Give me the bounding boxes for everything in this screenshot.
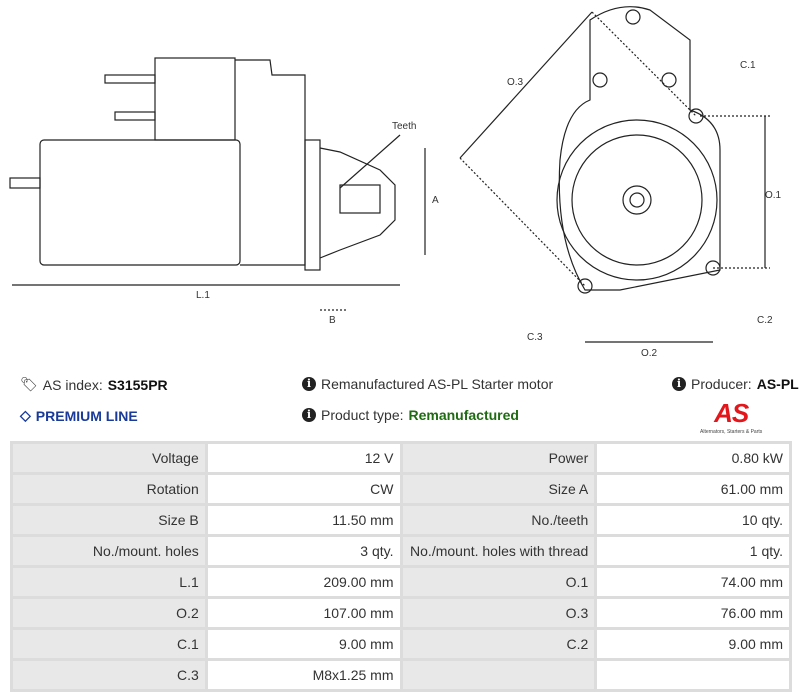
spec-label: Voltage — [10, 441, 208, 475]
spec-label: Rotation — [10, 472, 208, 506]
label-teeth: Teeth — [392, 121, 416, 132]
spec-label: Size A — [399, 472, 598, 506]
info-icon: i — [302, 377, 316, 391]
spec-value: 76.00 mm — [594, 596, 792, 630]
producer-value: AS-PL — [756, 376, 799, 392]
label-l1: L.1 — [196, 290, 210, 301]
diamond-icon: ◇ — [20, 407, 31, 423]
logo-subtitle: Alternators, Starters & Parts — [700, 429, 763, 435]
product-type-value: Remanufactured — [408, 407, 519, 423]
description-text: Remanufactured AS-PL Starter motor — [321, 376, 554, 392]
info-icon: i — [672, 377, 686, 391]
producer: i Producer: AS-PL — [672, 376, 799, 392]
spec-value: M8x1.25 mm — [204, 658, 403, 692]
label-c3: C.3 — [527, 332, 543, 343]
label-b: B — [329, 315, 336, 326]
tag-icon: 🏷 — [20, 376, 38, 392]
label-o2: O.2 — [641, 348, 658, 359]
label-a: A — [432, 195, 439, 206]
premium-line: ◇ PREMIUM LINE — [20, 407, 138, 424]
spec-value: CW — [204, 472, 403, 506]
technical-drawing: Teeth A B L.1 O.1 O.2 O.3 C.1 C.2 C.3 — [9, 6, 782, 359]
label-o3: O.3 — [507, 77, 524, 88]
as-index: 🏷 AS index: S3155PR — [20, 376, 168, 393]
spec-label: Power — [399, 441, 598, 475]
product-type: i Product type: Remanufactured — [302, 407, 519, 423]
starter-front-view — [459, 6, 770, 343]
product-type-label: Product type: — [321, 407, 404, 423]
as-index-value: S3155PR — [107, 376, 168, 393]
spec-label: Size B — [10, 503, 208, 537]
spec-value: 12 V — [204, 441, 403, 475]
spec-value: 0.80 kW — [594, 441, 792, 475]
description: i Remanufactured AS-PL Starter motor — [302, 376, 553, 392]
logo-mark: AS — [714, 398, 749, 428]
spec-label: No./teeth — [399, 503, 598, 537]
spec-value: 209.00 mm — [204, 565, 403, 599]
spec-value: 1 qty. — [594, 534, 792, 568]
spec-label: O.3 — [399, 596, 598, 630]
spec-label: O.2 — [10, 596, 208, 630]
starter-side-view — [9, 57, 426, 311]
label-o1: O.1 — [765, 190, 782, 201]
spec-value: 11.50 mm — [204, 503, 403, 537]
premium-label: PREMIUM LINE — [35, 407, 138, 424]
info-icon: i — [302, 408, 316, 422]
label-c2: C.2 — [757, 315, 773, 326]
spec-label — [399, 658, 598, 692]
spec-value: 9.00 mm — [594, 627, 792, 661]
as-index-label: AS index: — [42, 376, 103, 393]
spec-label: C.3 — [10, 658, 208, 692]
spec-value: 10 qty. — [594, 503, 792, 537]
spec-label: L.1 — [10, 565, 208, 599]
spec-value: 3 qty. — [204, 534, 403, 568]
spec-label: O.1 — [399, 565, 598, 599]
spec-label: C.2 — [399, 627, 598, 661]
producer-label: Producer: — [691, 376, 752, 392]
spec-label: No./mount. holes with thread — [399, 534, 598, 568]
as-pl-logo: AS Alternators, Starters & Parts — [700, 398, 762, 435]
spec-value: 107.00 mm — [204, 596, 403, 630]
spec-value — [594, 658, 792, 692]
label-c1: C.1 — [740, 60, 756, 71]
spec-label: C.1 — [10, 627, 208, 661]
spec-value: 9.00 mm — [204, 627, 403, 661]
spec-value: 74.00 mm — [594, 565, 792, 599]
spec-value: 61.00 mm — [594, 472, 792, 506]
spec-label: No./mount. holes — [10, 534, 208, 568]
